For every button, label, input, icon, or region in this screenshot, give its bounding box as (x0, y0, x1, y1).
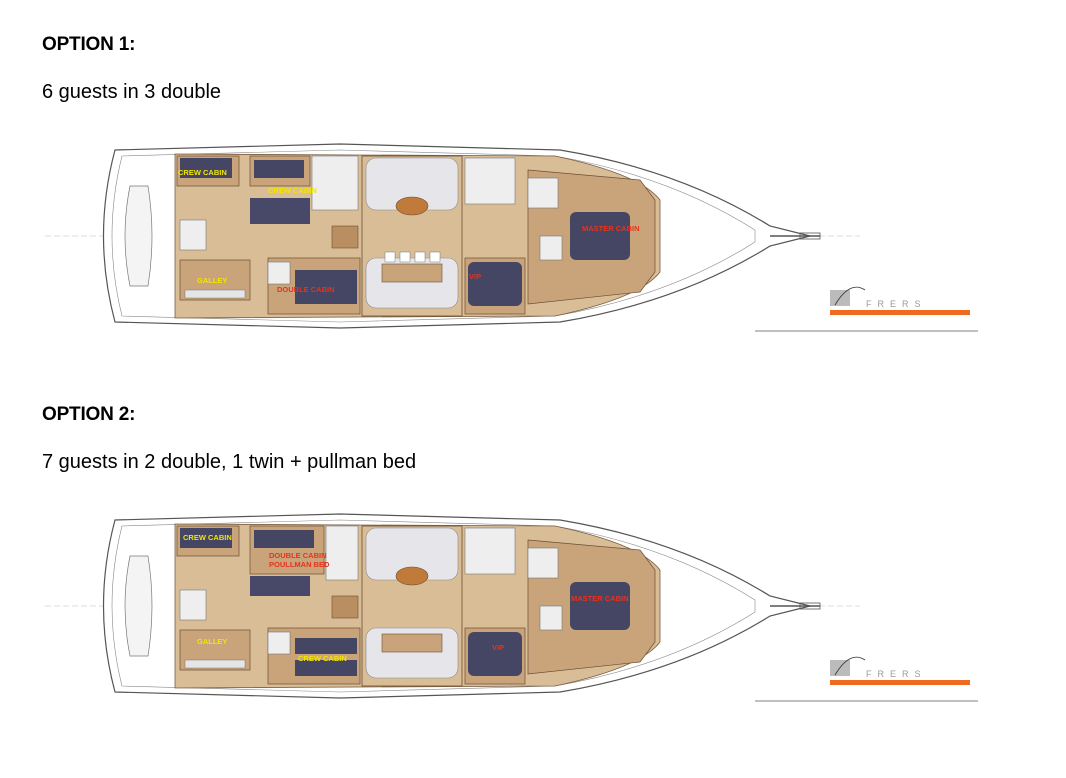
bed (468, 632, 522, 676)
option-2-heading: OPTION 2: (42, 404, 136, 425)
head-compartment (267, 631, 291, 655)
tender-garage (124, 185, 153, 287)
logo-text: FRERS (866, 299, 927, 309)
logo-swoosh (834, 656, 866, 676)
coffee-table (395, 566, 429, 586)
anchor-fitting (799, 232, 821, 240)
head-compartment (464, 157, 516, 205)
dining-table (381, 633, 443, 653)
head-compartment (179, 219, 207, 251)
coffee-table (395, 196, 429, 216)
frers-logo: FRERS (755, 656, 978, 702)
stool (429, 251, 441, 263)
head-compartment (539, 605, 563, 631)
bed (468, 262, 522, 306)
dining-table (381, 263, 443, 283)
galley-counter (184, 659, 246, 669)
bed (295, 270, 357, 304)
hull-inner-outline (111, 149, 756, 323)
companionway (331, 225, 359, 249)
option-1-plan-svg: CREW CABIN CREW CABIN GALLEY DOUBLE CABI… (45, 143, 978, 332)
option-2-subtitle: 7 guests in 2 double, 1 twin + pullman b… (42, 451, 417, 473)
label-crew-cabin-b: CREW CABIN (298, 654, 347, 663)
label-vip: VIP (492, 643, 504, 652)
stool (399, 251, 411, 263)
bed (254, 160, 304, 178)
logo-swoosh (834, 286, 866, 306)
tender-garage (124, 555, 153, 657)
anchor-fitting (799, 602, 821, 610)
label-double-cabin-line2: POULLMAN BED (269, 560, 330, 569)
logo-bar (830, 680, 970, 685)
head-compartment (527, 177, 559, 209)
bed (180, 528, 232, 548)
head-compartment (539, 235, 563, 261)
option-1-heading: OPTION 1: (42, 34, 136, 55)
label-double-cabin: DOUBLE CABIN (277, 285, 335, 294)
logo-bar (830, 310, 970, 315)
head-compartment (179, 589, 207, 621)
label-galley: GALLEY (197, 276, 227, 285)
logo-text: FRERS (866, 669, 927, 679)
label-double-cabin-line1: DOUBLE CABIN (269, 551, 327, 560)
option-2-plan-svg: CREW CABIN DOUBLE CABIN POULLMAN BED GAL… (45, 513, 978, 702)
head-compartment (464, 527, 516, 575)
head-compartment (311, 155, 359, 211)
label-master-cabin: MASTER CABIN (571, 594, 629, 603)
label-crew-cabin-a: CREW CABIN (178, 168, 227, 177)
head-compartment (267, 261, 291, 285)
option-2-deck-plan: CREW CABIN DOUBLE CABIN POULLMAN BED GAL… (40, 510, 1040, 710)
galley-counter (184, 289, 246, 299)
bed (254, 530, 314, 548)
bed (295, 638, 357, 654)
label-crew-cabin-a: CREW CABIN (183, 533, 232, 542)
bed (570, 582, 630, 630)
label-galley: GALLEY (197, 637, 227, 646)
head-compartment (325, 525, 359, 581)
bed (180, 158, 232, 178)
option-1-subtitle: 6 guests in 3 double (42, 81, 222, 103)
label-master-cabin: MASTER CABIN (582, 224, 640, 233)
pullman-bed (250, 576, 310, 596)
option-1-deck-plan: CREW CABIN CREW CABIN GALLEY DOUBLE CABI… (40, 140, 1040, 340)
stool (384, 251, 396, 263)
hull-inner-outline (111, 519, 756, 693)
label-vip: VIP (469, 272, 481, 281)
bed (295, 660, 357, 676)
frers-logo: FRERS (755, 286, 978, 332)
stool (414, 251, 426, 263)
bed (570, 212, 630, 260)
label-crew-cabin-b: CREW CABIN (268, 186, 317, 195)
head-compartment (527, 547, 559, 579)
companionway (331, 595, 359, 619)
bed (250, 198, 310, 224)
